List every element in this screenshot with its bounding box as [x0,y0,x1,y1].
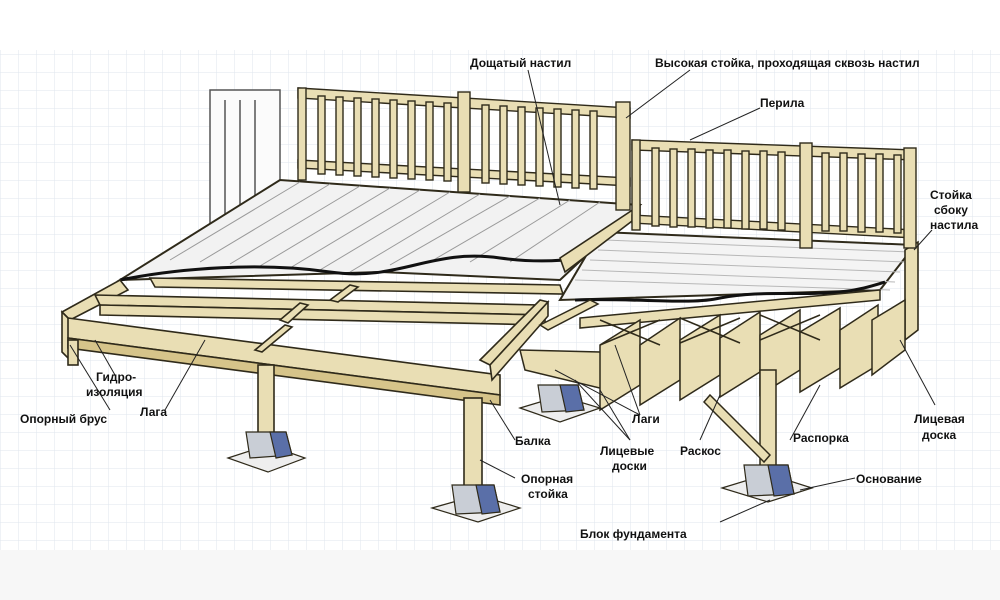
label-balka: Балка [515,434,551,448]
label-vysokaya-stoyka: Высокая стойка, проходящая сквозь настил [655,56,920,70]
label-opornaya-stoyka-2: стойка [528,487,568,501]
label-gidroizolyaciya-1: Гидро- [96,370,137,384]
label-blok-fundamenta: Блок фундамента [580,527,687,541]
label-laga: Лага [140,405,168,419]
left-railing [297,87,631,211]
label-raskos: Раскос [680,444,721,458]
right-deck-frame [519,289,906,469]
right-side-boards [559,203,919,342]
right-deck-boards [558,230,917,303]
right-railing [631,139,917,249]
label-stoyka-sboku-1: Стойка [930,188,972,202]
label-lagi: Лаги [632,412,660,426]
label-licevye-doski-1: Лицевые [600,444,655,458]
label-doshchaty-nastil: Дощатый настил [470,56,572,70]
foundation-blocks-left [226,431,522,523]
label-raspora: Распорка [793,431,849,445]
left-deck-frame [60,277,565,406]
label-licevye-doski-2: доски [612,459,647,473]
bottom-band [0,550,1000,600]
label-perila: Перила [760,96,805,110]
leader-lines [69,69,936,523]
label-licevaya-doska-2: доска [922,428,957,442]
label-licevaya-doska-1: Лицевая [914,412,965,426]
label-stoyka-sboku-2: сбоку [934,203,968,217]
label-gidroizolyaciya-2: изоляция [86,385,143,399]
foundation-blocks-right [518,384,814,503]
label-stoyka-sboku-3: настила [930,218,979,232]
label-opornaya-stoyka-1: Опорная [521,472,574,486]
label-oporny-brus: Опорный брус [20,412,108,426]
label-osnovanie: Основание [856,472,922,486]
